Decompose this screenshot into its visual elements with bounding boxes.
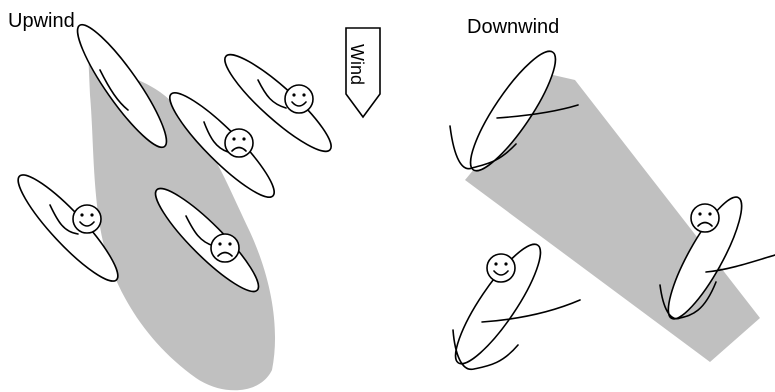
sailboard: [154, 187, 260, 293]
sailor-downwind-2: [452, 243, 581, 371]
sailboard: [76, 23, 168, 149]
sail-rig: [452, 329, 519, 371]
happy-face-icon: [284, 84, 314, 114]
wind-arrow: Wind: [345, 27, 381, 119]
sailor-upwind-3: [224, 53, 332, 153]
sailor-downwind-1: [449, 50, 579, 172]
sailor-upwind-1: [76, 23, 168, 149]
sail-rig: [659, 281, 717, 320]
sailor-upwind-2: [169, 92, 275, 198]
sail-boom: [496, 104, 579, 119]
sad-face-icon: [210, 233, 240, 263]
happy-face-icon: [486, 253, 516, 283]
wind-label: Wind: [347, 44, 367, 85]
sail-boom: [705, 254, 775, 273]
sail-rig: [49, 204, 79, 235]
sad-face-icon: [224, 128, 254, 158]
sailor-upwind-5: [154, 187, 260, 293]
sail-rig: [257, 79, 287, 109]
sailor-downwind-3: [659, 196, 775, 320]
wind-arrow-icon: [345, 27, 381, 119]
sail-boom: [481, 299, 581, 323]
upwind-panel: Upwind: [8, 10, 381, 391]
sailor-upwind-4: [17, 174, 119, 282]
sad-face-icon: [690, 203, 720, 233]
sail-rig: [449, 125, 517, 170]
happy-face-icon: [72, 204, 102, 234]
sail-rig: [203, 121, 229, 153]
sailboard: [454, 243, 542, 365]
sailboard: [469, 50, 557, 172]
downwind-panel: Downwind: [449, 16, 775, 371]
sailboard: [667, 196, 743, 320]
upwind-title: Upwind: [8, 10, 75, 32]
downwind-title: Downwind: [467, 16, 559, 38]
sail-rig: [99, 69, 129, 111]
